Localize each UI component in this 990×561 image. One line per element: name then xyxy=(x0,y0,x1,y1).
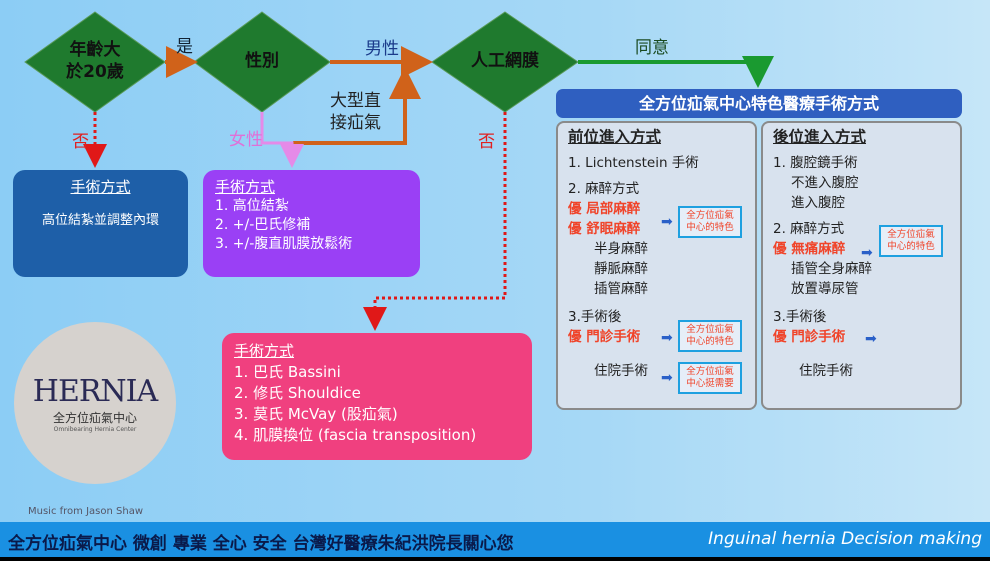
decision-age-line2: 於20歲 xyxy=(66,62,124,82)
preferred-item: 優 無痛麻醉 xyxy=(773,241,846,257)
preferred-item: 優 門診手術 xyxy=(568,329,641,345)
music-credit: Music from Jason Shaw xyxy=(28,506,143,517)
list-item: 2. 修氏 Shouldice xyxy=(234,384,361,402)
agree-label: 同意 xyxy=(635,38,669,58)
preferred-item: 優 門診手術 xyxy=(773,329,846,345)
posterior-panel: 後位進入方式 1. 腹腔鏡手術 不進入腹腔 進入腹腔 2. 麻醉方式 優 無痛麻… xyxy=(761,121,962,410)
anterior-panel: 前位進入方式 1. Lichtenstein 手術 2. 麻醉方式 優 局部麻醉… xyxy=(556,121,757,410)
preferred-item: 優 舒眠麻醉 xyxy=(568,221,641,237)
bottom-edge xyxy=(0,557,990,561)
decision-age-label: 年齡大於20歲 xyxy=(55,39,135,83)
arrow-right-icon: ➡ xyxy=(661,214,673,230)
item: 1. Lichtenstein 手術 xyxy=(568,155,699,171)
box-female: 手術方式 1. 高位結紮 2. +/-巴氏修補 3. +/-腹直肌膜放鬆術 xyxy=(203,170,420,277)
feature-tag: 全方位疝氣中心的特色 xyxy=(879,225,943,257)
feature-tag: 全方位疝氣中心的特色 xyxy=(678,320,742,352)
feature-tag: 全方位疝氣中心的特色 xyxy=(678,206,742,238)
footer-slogan: 全方位疝氣中心 微創 專業 全心 安全 台灣好醫療朱紀洪院長關心您 xyxy=(8,534,514,554)
decision-mesh-label: 人工網膜 xyxy=(471,51,539,71)
item: 3.手術後 xyxy=(773,309,827,325)
decision-age-line1: 年齡大 xyxy=(69,40,121,60)
footer-title: Inguinal hernia Decision making xyxy=(708,529,982,549)
panel-title: 後位進入方式 xyxy=(773,128,867,146)
box-no-mesh: 手術方式 1. 巴氏 Bassini 2. 修氏 Shouldice 3. 莫氏… xyxy=(222,333,532,460)
box-title: 手術方式 xyxy=(234,342,295,360)
feature-tag: 全方位疝氣中心挺需要 xyxy=(678,362,742,394)
box-title: 手術方式 xyxy=(215,178,276,196)
footer-bar: 全方位疝氣中心 微創 專業 全心 安全 台灣好醫療朱紀洪院長關心您 Inguin… xyxy=(0,522,990,557)
item: 進入腹腔 xyxy=(791,195,845,211)
arrow-right-icon: ➡ xyxy=(861,245,873,261)
item: 1. 腹腔鏡手術 xyxy=(773,155,858,171)
hernia-logo: HERNIA 全方位疝氣中心 Omnibearing Hernia Center xyxy=(14,322,176,484)
list-item: 1. 高位結紮 xyxy=(215,198,289,214)
list-item: 2. +/-巴氏修補 xyxy=(215,217,311,233)
item: 3.手術後 xyxy=(568,309,622,325)
box-title: 手術方式 xyxy=(70,178,131,196)
female-label: 女性 xyxy=(229,130,263,150)
decision-sex-label: 性別 xyxy=(245,51,279,71)
list-item: 4. 肌膜換位 (fascia transposition) xyxy=(234,426,477,444)
box-under-20: 手術方式 高位結紮並調整內環 xyxy=(13,170,188,277)
item: 放置導尿管 xyxy=(791,281,859,297)
list-item: 3. +/-腹直肌膜放鬆術 xyxy=(215,236,353,252)
item: 插管全身麻醉 xyxy=(791,261,872,277)
large-direct-label: 大型直接疝氣 xyxy=(330,91,381,133)
item: 2. 麻醉方式 xyxy=(773,221,845,237)
arrow-right-icon: ➡ xyxy=(865,331,877,347)
yes-label: 是 xyxy=(176,37,193,57)
list-item: 3. 莫氏 McVay (股疝氣) xyxy=(234,405,398,423)
item: 2. 麻醉方式 xyxy=(568,181,640,197)
item: 住院手術 xyxy=(594,363,648,379)
item: 插管麻醉 xyxy=(594,281,648,297)
item: 靜脈麻醉 xyxy=(594,261,648,277)
box-text: 高位結紮並調整內環 xyxy=(41,213,159,228)
item: 半身麻醉 xyxy=(594,241,648,257)
item: 住院手術 xyxy=(799,363,853,379)
list-item: 1. 巴氏 Bassini xyxy=(234,363,341,381)
preferred-item: 優 局部麻醉 xyxy=(568,201,641,217)
arrow-right-icon: ➡ xyxy=(661,370,673,386)
no-label-1: 否 xyxy=(72,132,89,152)
male-label: 男性 xyxy=(365,39,399,59)
feature-header: 全方位疝氣中心特色醫療手術方式 xyxy=(556,89,962,118)
no-label-2: 否 xyxy=(478,132,495,152)
arrow-right-icon: ➡ xyxy=(661,330,673,346)
panel-title: 前位進入方式 xyxy=(568,128,662,146)
item: 不進入腹腔 xyxy=(791,175,859,191)
